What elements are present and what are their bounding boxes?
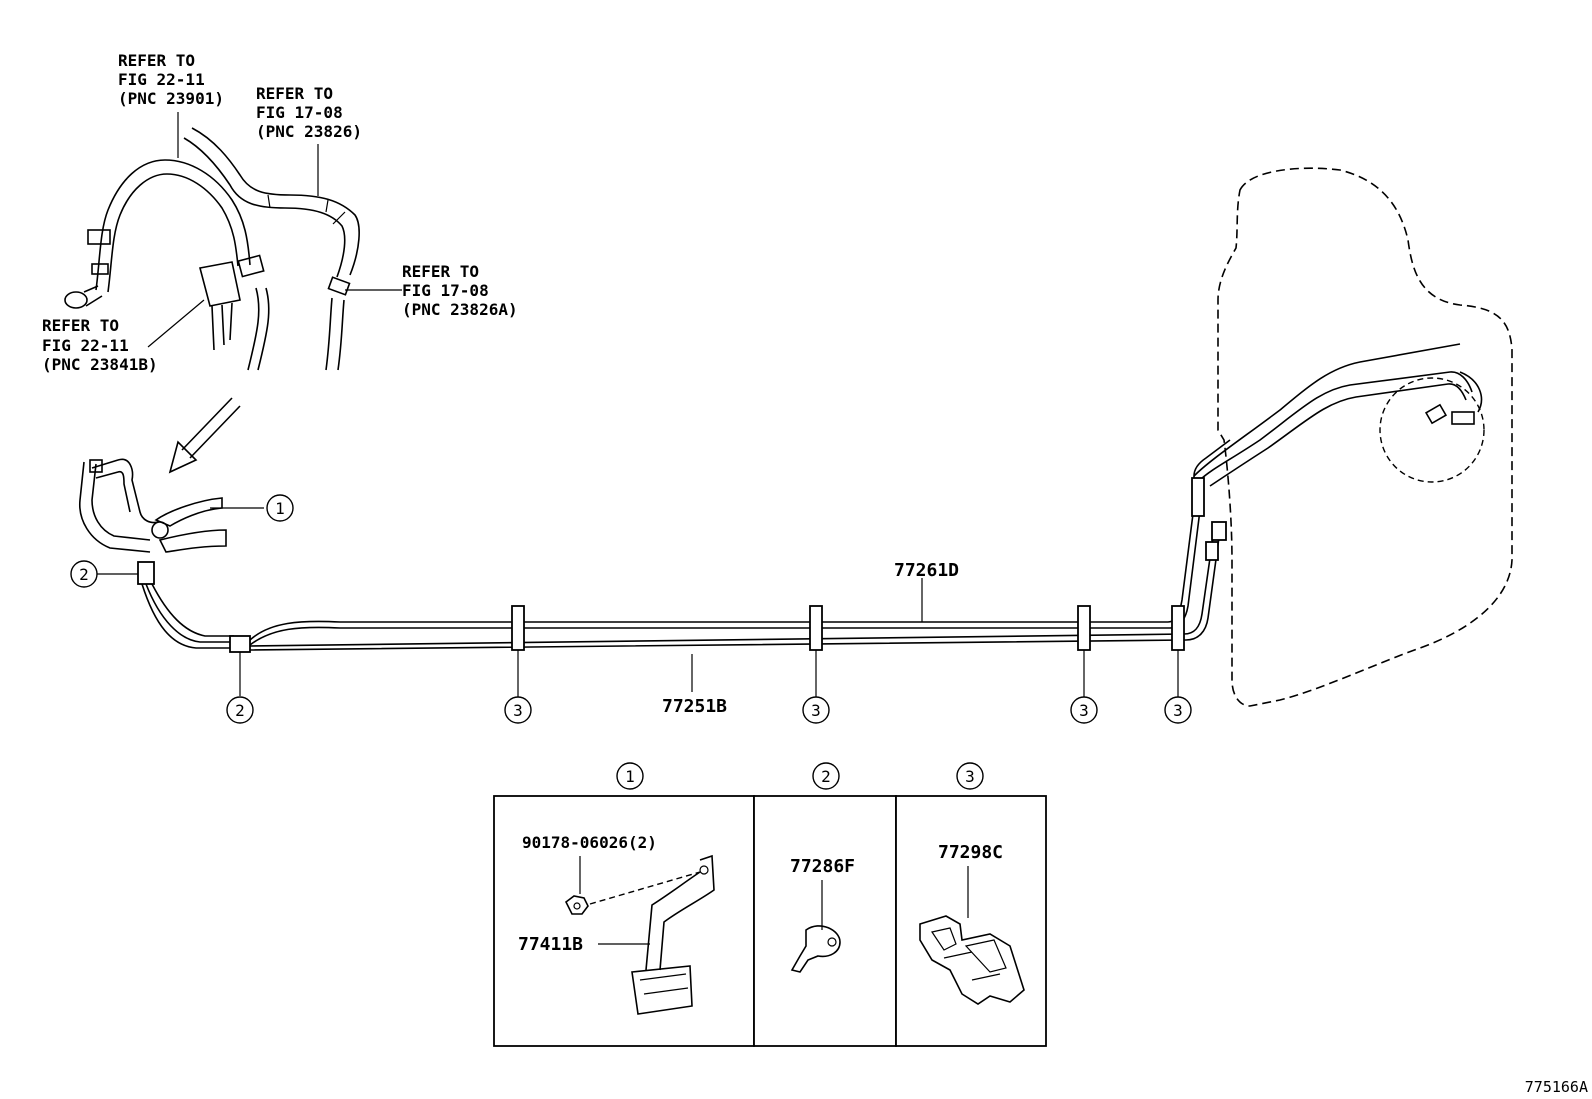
detail-box-1 [493, 795, 755, 1047]
callout-3-b: 3 [802, 696, 830, 724]
callout-2-lower-text: 2 [235, 701, 245, 720]
part-77261D: 77261D [894, 560, 959, 581]
main-tubes [249, 343, 1473, 651]
detail-callout-3-text: 3 [965, 767, 975, 786]
part-77411B: 77411B [518, 934, 583, 955]
callout-1-main-text: 1 [275, 499, 285, 518]
detail-callout-3: 3 [956, 762, 984, 790]
callout-2-lower: 2 [226, 696, 254, 724]
callout-3-c: 3 [1070, 696, 1098, 724]
callout-3-d: 3 [1164, 696, 1192, 724]
clamp-3 [1077, 605, 1091, 651]
detail-panel: 1 2 3 90178-06026(2) 77411B 77286F [493, 762, 1047, 1047]
part-77298C: 77298C [938, 842, 1003, 863]
ref-23826A-line1: REFER TO [402, 262, 479, 281]
ref-23841B-line3: (PNC 23841B) [42, 355, 158, 374]
clamp-2 [809, 605, 823, 651]
upper-hoses [64, 112, 402, 371]
ref-23901-line1: REFER TO [118, 51, 195, 70]
ref-23826A-line3: (PNC 23826A) [402, 300, 518, 319]
detail-box-2 [753, 795, 897, 1047]
ref-23901: REFER TO FIG 22-11 (PNC 23901) [118, 51, 224, 108]
figure-id: 775166A [1525, 1078, 1588, 1096]
ref-23841B-line1: REFER TO [42, 316, 119, 335]
clamp-1 [511, 605, 525, 651]
ref-23841B: REFER TO FIG 22-11 (PNC 23841B) [42, 316, 158, 374]
callout-3-a-text: 3 [513, 701, 523, 720]
clip-icon [919, 915, 1025, 1005]
detail-callout-2: 2 [812, 762, 840, 790]
detail-callout-1: 1 [616, 762, 644, 790]
part-77251B: 77251B [662, 696, 727, 717]
callout-3-c-text: 3 [1079, 701, 1089, 720]
callout-3-d-text: 3 [1173, 701, 1183, 720]
part-77286F: 77286F [790, 856, 855, 877]
detail-callout-1-text: 1 [625, 767, 635, 786]
detail-callout-2-text: 2 [821, 767, 831, 786]
callout-3-a: 3 [504, 696, 532, 724]
ref-23826A: REFER TO FIG 17-08 (PNC 23826A) [402, 262, 518, 319]
ref-23826-line2: FIG 17-08 [256, 103, 343, 122]
callout-2-upper: 2 [70, 560, 98, 588]
ref-23826: REFER TO FIG 17-08 (PNC 23826) [256, 84, 362, 141]
main-clamps [511, 605, 1185, 698]
direction-arrow-icon [168, 397, 241, 474]
ref-23901-line3: (PNC 23901) [118, 89, 224, 108]
ref-23901-line2: FIG 22-11 [118, 70, 205, 89]
left-pipe-assembly [79, 458, 264, 696]
ref-23826A-line2: FIG 17-08 [402, 281, 489, 300]
fuel-tank-outline [1217, 167, 1513, 707]
detail-box-3 [895, 795, 1047, 1047]
ref-23841B-line2: FIG 22-11 [42, 336, 129, 355]
callout-1-main: 1 [266, 494, 294, 522]
clamp-icon [790, 925, 841, 973]
callout-3-b-text: 3 [811, 701, 821, 720]
bolt-icon [564, 895, 589, 915]
part-90178-06026: 90178-06026(2) [522, 833, 657, 852]
ref-23826-line3: (PNC 23826) [256, 122, 362, 141]
ref-23826-line1: REFER TO [256, 84, 333, 103]
callout-2-upper-text: 2 [79, 565, 89, 584]
clamp-4 [1171, 605, 1185, 651]
bracket-icon [631, 854, 715, 1015]
